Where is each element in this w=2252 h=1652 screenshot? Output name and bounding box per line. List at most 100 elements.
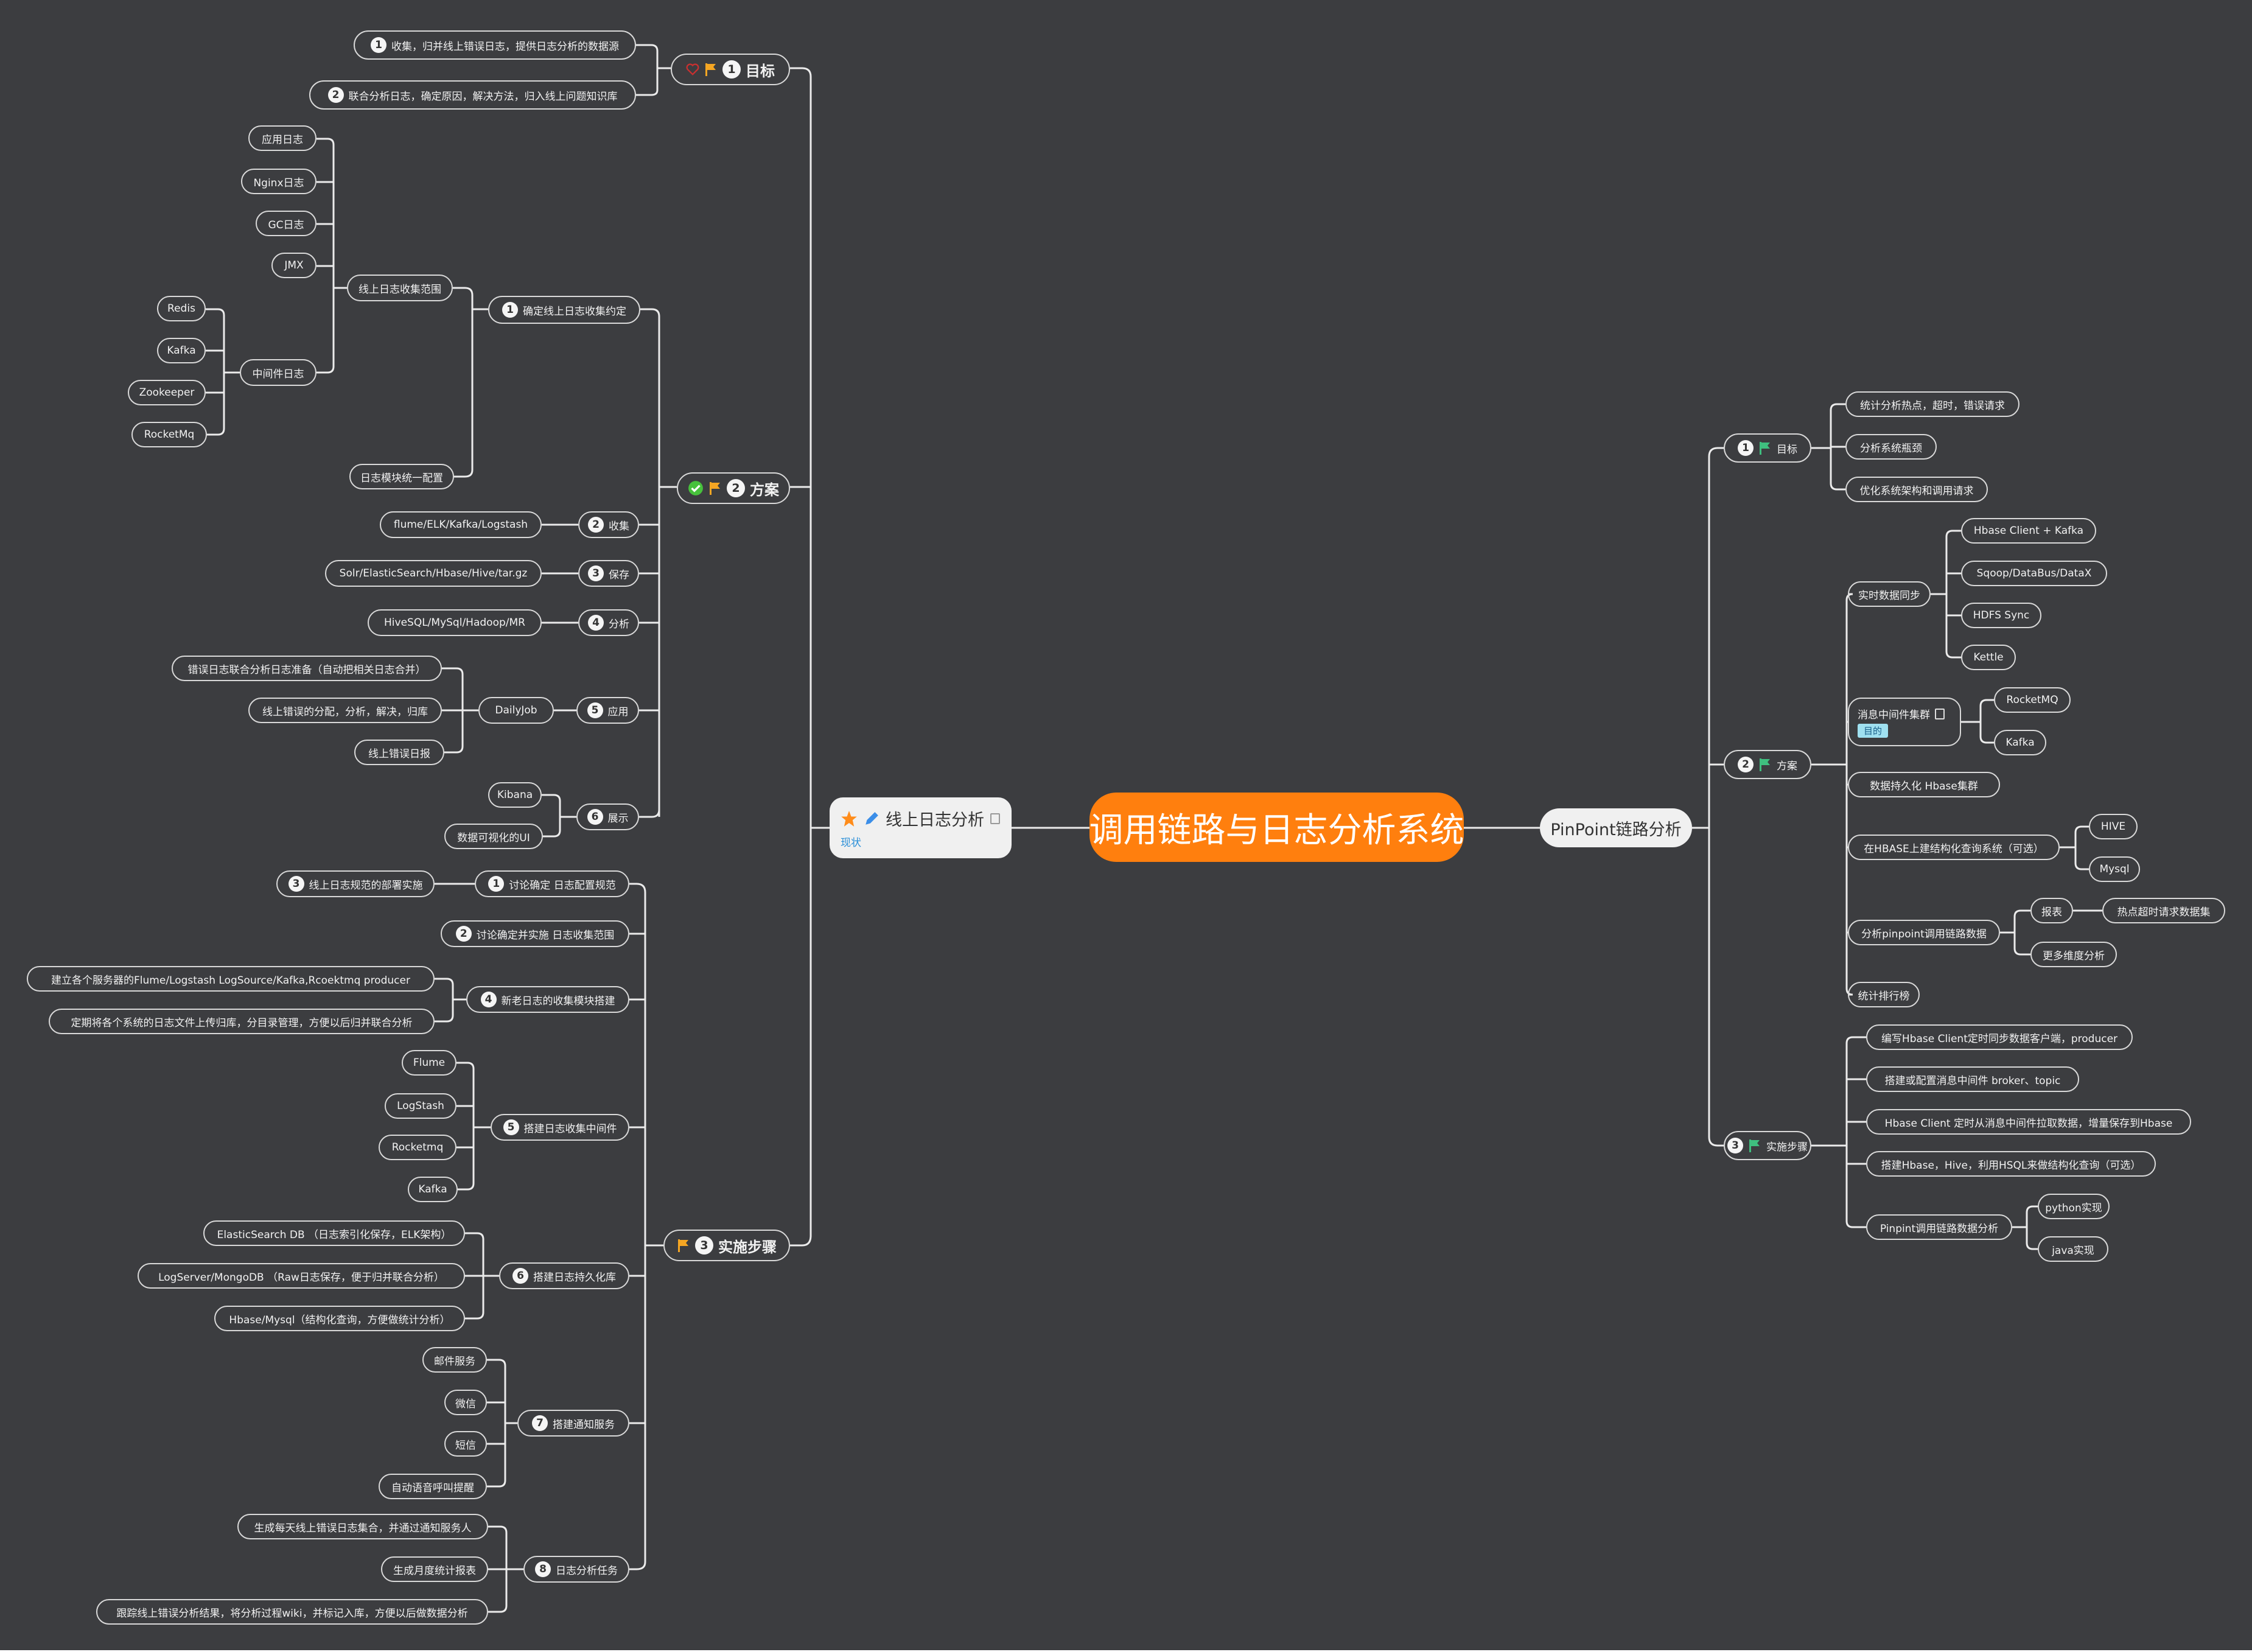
report[interactable]: 报表	[2030, 898, 2073, 923]
branch-steps[interactable]: 3 实施步骤	[663, 1230, 790, 1261]
plan-show-number: 6	[587, 809, 603, 825]
central-topic[interactable]: 调用链路与日志分析系统	[1089, 793, 1464, 862]
apply-item-2[interactable]: 线上错误的分配，分析，解决，归库	[248, 698, 442, 723]
middleware-label: RocketMq	[144, 429, 195, 441]
more-dimension-label: 更多维度分析	[2043, 950, 2105, 962]
scope-item-app-log[interactable]: 应用日志	[248, 125, 316, 151]
right-goal-item-label: 统计分析热点，超时，错误请求	[1860, 399, 2005, 412]
step-item-label: 邮件服务	[434, 1355, 475, 1368]
middleware-zookeeper[interactable]: Zookeeper	[128, 380, 206, 405]
notify-voice-call[interactable]: 自动语音呼叫提醒	[379, 1474, 487, 1499]
mq-kafka[interactable]: Kafka	[1994, 730, 2046, 755]
step-8-item-2[interactable]: 生成月度统计报表	[381, 1556, 488, 1582]
check-icon	[688, 481, 703, 495]
right-goal-item-1[interactable]: 统计分析热点，超时，错误请求	[1845, 391, 2019, 417]
step-8-item-3[interactable]: 跟踪线上错误分析结果，将分析过程wiki，并标记入库，方便以后做数据分析	[96, 1599, 488, 1625]
right-step-item-1[interactable]: 编写Hbase Client定时同步数据客户端，producer	[1866, 1024, 2133, 1050]
more-dimension-analysis[interactable]: 更多维度分析	[2030, 942, 2117, 967]
analyze-tools[interactable]: HiveSQL/MySql/Hadoop/MR	[368, 609, 542, 636]
right-step-item-2[interactable]: 搭建或配置消息中间件 broker、topic	[1866, 1066, 2079, 1092]
apply-item-3[interactable]: 线上错误日报	[354, 740, 444, 765]
branch-goal[interactable]: 1 目标	[671, 54, 790, 85]
notify-wechat[interactable]: 微信	[444, 1390, 487, 1415]
query-mysql[interactable]: Mysql	[2089, 856, 2140, 882]
middleware-flume[interactable]: Flume	[402, 1050, 456, 1076]
right-branch-plan[interactable]: 2 方案	[1724, 750, 1811, 779]
step-4-item-2[interactable]: 定期将各个系统的日志文件上传归库，分目录管理，方便以后归并联合分析	[49, 1009, 435, 1034]
realtime-item-2[interactable]: Sqoop/DataBus/DataX	[1961, 561, 2107, 586]
right-branch-steps[interactable]: 3 实施步骤	[1724, 1131, 1811, 1160]
java-impl[interactable]: java实现	[2038, 1236, 2108, 1262]
pinpoint-analysis[interactable]: 分析pinpoint调用链路数据	[1848, 920, 2000, 945]
ranking-list[interactable]: 统计排行榜	[1848, 982, 1920, 1007]
step-6-item-3[interactable]: Hbase/Mysql（结构化查询，方便做统计分析）	[214, 1306, 465, 1331]
scope-item-gc-log[interactable]: GC日志	[256, 211, 316, 236]
python-impl[interactable]: python实现	[2038, 1194, 2110, 1219]
hot-timeout-dataset[interactable]: 热点超时请求数据集	[2102, 898, 2225, 923]
notify-sms[interactable]: 短信	[444, 1431, 487, 1457]
mq-rocketmq[interactable]: RocketMQ	[1994, 687, 2071, 713]
scope-item-jmx[interactable]: JMX	[271, 253, 316, 278]
right-goal-item-2[interactable]: 分析系统瓶颈	[1845, 434, 1937, 460]
step-6-item-2[interactable]: LogServer/MongoDB （Raw日志保存，便于归并联合分析）	[138, 1263, 465, 1289]
daily-job[interactable]: DailyJob	[478, 697, 554, 724]
step-6-item-1[interactable]: ElasticSearch DB （日志索引化保存，ELK架构）	[203, 1220, 465, 1246]
middleware-logstash[interactable]: LogStash	[385, 1093, 456, 1119]
data-persistence[interactable]: 数据持久化 Hbase集群	[1848, 772, 2000, 797]
topic-online-log-analysis[interactable]: 线上日志分析 现状	[830, 797, 1012, 858]
mq-cluster-label: 消息中间件集群	[1858, 709, 1930, 721]
save-tools[interactable]: Solr/ElasticSearch/Hbase/Hive/tar.gz	[325, 560, 542, 587]
middleware-log[interactable]: 中间件日志	[240, 359, 316, 386]
right-step-pinpoint[interactable]: Pinpint调用链路数据分析	[1866, 1214, 2012, 1240]
unified-log-module-config[interactable]: 日志模块统一配置	[349, 464, 454, 489]
mq-cluster[interactable]: 消息中间件集群 目的	[1848, 698, 1961, 746]
middleware-kafka-step[interactable]: Kafka	[408, 1177, 458, 1202]
save-tools-label: Solr/ElasticSearch/Hbase/Hive/tar.gz	[339, 567, 528, 579]
realtime-item-3[interactable]: HDFS Sync	[1961, 603, 2041, 628]
right-step-item-3[interactable]: Hbase Client 定时从消息中间件拉取数据，增量保存到Hbase	[1866, 1109, 2191, 1135]
middleware-redis[interactable]: Redis	[157, 296, 206, 321]
scope-item-nginx-log[interactable]: Nginx日志	[241, 169, 316, 194]
realtime-sync[interactable]: 实时数据同步	[1848, 581, 1931, 607]
right-plan-number: 2	[1738, 757, 1754, 772]
step-8-item-1[interactable]: 生成每天线上错误日志集合，并通过通知服务人	[237, 1514, 488, 1539]
realtime-item-1[interactable]: Hbase Client + Kafka	[1961, 518, 2096, 544]
query-hive[interactable]: HIVE	[2089, 814, 2138, 839]
note-icon	[990, 813, 1000, 824]
apply-item-1[interactable]: 错误日志联合分析日志准备（自动把相关日志合并）	[172, 656, 442, 681]
middleware-kafka[interactable]: Kafka	[157, 338, 206, 363]
notify-mail[interactable]: 邮件服务	[422, 1347, 487, 1373]
middleware-rocketmq[interactable]: RocketMq	[131, 422, 207, 447]
right-branch-goal[interactable]: 1 目标	[1724, 433, 1811, 463]
collection-scope[interactable]: 线上日志收集范围	[347, 275, 453, 301]
hbase-structured-query[interactable]: 在HBASE上建结构化查询系统（可选）	[1848, 835, 2060, 860]
show-kibana[interactable]: Kibana	[488, 782, 542, 808]
right-goal-item-3[interactable]: 优化系统架构和调用请求	[1845, 477, 1988, 502]
topic-pinpoint-trace-analysis[interactable]: PinPoint链路分析	[1540, 808, 1692, 847]
realtime-item-4[interactable]: Kettle	[1961, 645, 2016, 670]
step-7-label: 搭建通知服务	[553, 1418, 615, 1431]
collect-tools[interactable]: flume/ELK/Kafka/Logstash	[380, 511, 542, 538]
middleware-rocketmq-step[interactable]: Rocketmq	[379, 1135, 456, 1160]
branch-plan[interactable]: 2 方案	[677, 472, 790, 504]
show-data-ui[interactable]: 数据可视化的UI	[444, 824, 543, 849]
query-item-label: Mysql	[2099, 863, 2130, 875]
step-4-item-1[interactable]: 建立各个服务器的Flume/Logstash LogSource/Kafka,R…	[27, 966, 435, 992]
right-step-item-4[interactable]: 搭建Hbase，Hive，利用HSQL来做结构化查询（可选）	[1866, 1151, 2156, 1177]
